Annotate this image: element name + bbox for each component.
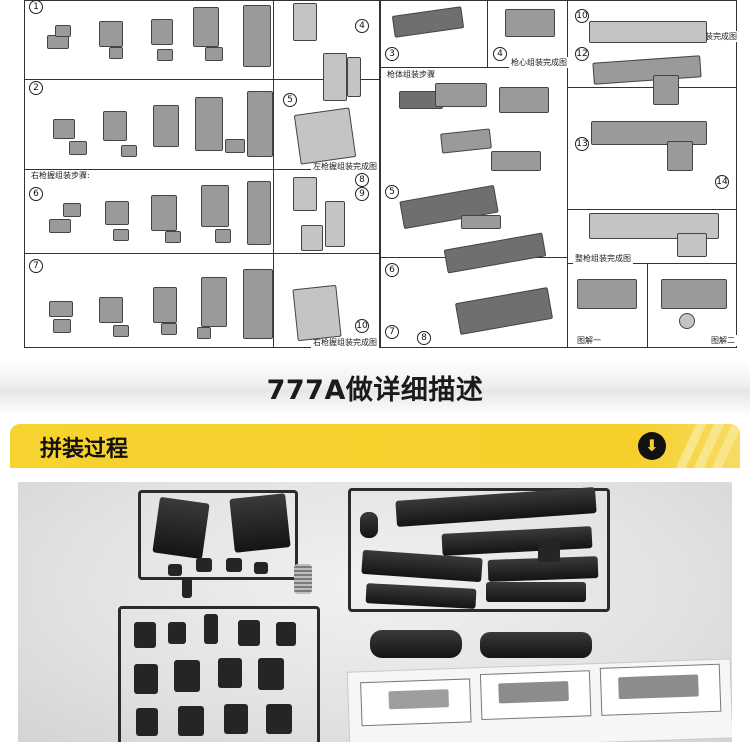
step-caption: 右枪握组装完成图: [311, 337, 379, 348]
step-number: 4: [493, 47, 507, 61]
down-arrow-icon[interactable]: ⬇: [638, 432, 666, 460]
step-number: 1: [29, 0, 43, 14]
step-caption: 枪体组装完成图: [679, 31, 739, 42]
step-caption: 左枪握组装完成图: [311, 161, 379, 172]
sprue-frame: [118, 606, 320, 742]
instruction-booklet: [346, 658, 732, 742]
sprue-frame: [138, 490, 298, 580]
step-number: 14: [715, 175, 729, 189]
step-number: 9: [355, 187, 369, 201]
step-caption: 右枪握组装步骤:: [29, 170, 92, 181]
step-caption: 枪心组装完成图: [509, 57, 569, 68]
step-caption: 图解一: [575, 335, 603, 346]
step-number: 3: [385, 47, 399, 61]
description-banner-background: [0, 360, 750, 416]
step-number: 4: [355, 19, 369, 33]
step-number: 10: [575, 9, 589, 23]
step-caption: 图解二: [709, 335, 737, 346]
step-number: 12: [575, 47, 589, 61]
step-number: 6: [29, 187, 43, 201]
grip-assembly-panel: 1 2 6 7 4 5 8 9 10 左枪握组装完成图 右枪握组装步骤: 右枪握…: [24, 0, 380, 348]
instruction-sheet-image: 1 2 6 7 4 5 8 9 10 左枪握组装完成图 右枪握组装步骤: 右枪握…: [10, 0, 740, 352]
product-sprue-photo: [18, 482, 732, 742]
step-number: 6: [385, 263, 399, 277]
step-number: 5: [385, 185, 399, 199]
sprue-frame: [348, 488, 610, 612]
gun-body-assembly-panel: 3 4 5 6 7 8 10 12 13 14 枪心组装完成图 枪体组装步骤 枪…: [380, 0, 739, 348]
description-title: 777A做详细描述: [266, 375, 484, 406]
step-number: 5: [283, 93, 297, 107]
step-number: 8: [417, 331, 431, 345]
section-title: 拼装过程: [40, 437, 129, 462]
step-number: 10: [355, 319, 369, 333]
step-number: 7: [385, 325, 399, 339]
step-caption: 整枪组装完成图: [573, 253, 633, 264]
step-number: 7: [29, 259, 43, 273]
step-caption: 枪体组装步骤: [385, 69, 437, 80]
step-number: 2: [29, 81, 43, 95]
step-number: 13: [575, 137, 589, 151]
step-number: 8: [355, 173, 369, 187]
section-header-bar: 拼装过程: [10, 424, 740, 468]
